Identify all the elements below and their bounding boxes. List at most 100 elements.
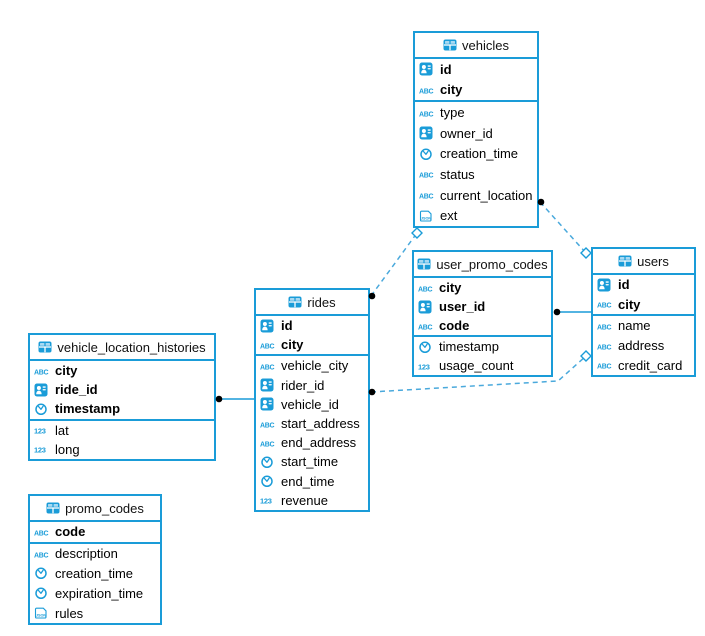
table-header[interactable]: users	[593, 249, 694, 275]
column-name: vehicle_id	[281, 396, 339, 412]
table-name: user_promo_codes	[436, 256, 548, 272]
column-long: 123 long	[30, 440, 214, 459]
table-header[interactable]: user_promo_codes	[414, 252, 551, 278]
column-ride_id: ride_id	[30, 380, 214, 399]
column-usage_count: 123 usage_count	[414, 356, 551, 375]
table-header[interactable]: vehicle_location_histories	[30, 335, 214, 361]
column-rider_id: rider_id	[256, 376, 368, 395]
123-icon: 123	[260, 494, 277, 506]
table-name: users	[637, 253, 669, 269]
123-icon: 123	[34, 443, 51, 455]
table-header[interactable]: rides	[256, 290, 368, 316]
column-name: id	[618, 277, 630, 293]
column-name: expiration_time	[55, 585, 144, 601]
column-name: rules	[55, 605, 84, 621]
id-card-icon	[418, 300, 435, 314]
table-header[interactable]: promo_codes	[30, 496, 160, 522]
column-name: current_location	[440, 187, 533, 203]
relationship-vehicle_location_histories-rides[interactable]	[215, 395, 256, 403]
column-name: city	[281, 337, 304, 353]
id-card-icon	[419, 126, 436, 140]
abc-icon: ABC	[260, 339, 277, 351]
id-card-icon	[260, 319, 277, 333]
table-icon	[443, 38, 457, 52]
svg-text:123: 123	[260, 497, 272, 506]
column-name: creation_time	[440, 146, 519, 162]
column-current_location: ABC current_location	[415, 185, 537, 206]
column-name: name	[618, 318, 651, 334]
column-name: creation_time	[55, 565, 134, 581]
column-name: long	[55, 441, 80, 457]
column-name: id	[440, 61, 452, 77]
column-id: id	[256, 316, 368, 335]
svg-text:123: 123	[418, 362, 430, 371]
svg-text:ABC: ABC	[597, 324, 612, 331]
table-icon	[417, 257, 431, 271]
svg-text:ABC: ABC	[260, 441, 275, 448]
json-icon: JSON	[419, 209, 436, 223]
svg-text:123: 123	[34, 427, 46, 436]
svg-text:ABC: ABC	[260, 422, 275, 429]
clock-icon	[260, 455, 277, 469]
clock-icon	[260, 474, 277, 488]
clock-icon	[34, 586, 51, 600]
column-name: start_address	[281, 416, 360, 432]
relationship-endpoint-diamond	[580, 247, 592, 259]
table-name: rides	[307, 294, 336, 310]
svg-text:ABC: ABC	[597, 303, 612, 310]
column-name: usage_count	[439, 358, 514, 373]
clock-icon	[34, 566, 51, 580]
column-name: timestamp	[439, 339, 499, 354]
abc-icon: ABC	[34, 526, 51, 538]
column-name: ext	[440, 208, 458, 224]
table-name: vehicle_location_histories	[57, 339, 206, 355]
123-icon: 123	[418, 360, 435, 372]
column-name: rider_id	[281, 377, 325, 393]
abc-icon: ABC	[418, 282, 435, 294]
column-name: timestamp	[55, 401, 121, 417]
column-start_address: ABC start_address	[256, 414, 368, 433]
svg-text:ABC: ABC	[419, 194, 434, 201]
column-creation_time: creation_time	[30, 564, 160, 584]
abc-icon: ABC	[597, 320, 614, 332]
abc-icon: ABC	[419, 189, 436, 201]
column-name: address	[618, 338, 665, 354]
table-name: promo_codes	[65, 500, 144, 516]
abc-icon: ABC	[419, 168, 436, 180]
table-icon	[618, 254, 632, 268]
123-icon: 123	[34, 424, 51, 436]
table-header[interactable]: vehicles	[415, 33, 537, 59]
abc-icon: ABC	[260, 437, 277, 449]
column-name: revenue	[281, 492, 328, 508]
column-creation_time: creation_time	[415, 144, 537, 165]
column-name: city	[440, 82, 463, 98]
table-icon	[288, 295, 302, 309]
svg-text:ABC: ABC	[260, 343, 275, 350]
column-timestamp: timestamp	[30, 399, 214, 418]
svg-text:JSON: JSON	[421, 216, 432, 220]
column-name: city	[439, 280, 462, 295]
column-start_time: start_time	[256, 452, 368, 471]
columns-section: timestamp 123 usage_count	[414, 337, 551, 375]
relationship-user_promo_codes-users[interactable]	[553, 308, 592, 316]
abc-icon: ABC	[260, 418, 277, 430]
